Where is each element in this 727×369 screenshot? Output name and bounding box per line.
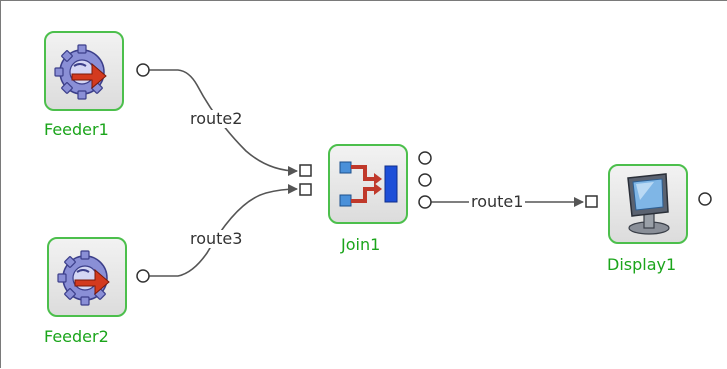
feeder2-node[interactable] bbox=[47, 237, 127, 317]
join1-node[interactable] bbox=[328, 144, 408, 224]
route1-label[interactable]: route1 bbox=[469, 192, 526, 211]
join1-input-port-1[interactable] bbox=[299, 164, 312, 177]
route2-label[interactable]: route2 bbox=[188, 109, 245, 128]
feeder1-output-port[interactable] bbox=[136, 63, 150, 77]
feeder-icon bbox=[54, 44, 107, 100]
join-icon bbox=[339, 161, 398, 207]
join1-label: Join1 bbox=[341, 235, 381, 254]
join1-input-port-2[interactable] bbox=[299, 183, 312, 196]
feeder2-label: Feeder2 bbox=[44, 327, 109, 346]
route3-wire[interactable] bbox=[149, 184, 298, 277]
feeder2-output-port[interactable] bbox=[136, 269, 150, 283]
display1-output-port[interactable] bbox=[698, 192, 712, 206]
join1-output-port-2[interactable] bbox=[418, 173, 432, 187]
feeder-icon bbox=[57, 250, 110, 306]
display1-label: Display1 bbox=[607, 255, 677, 274]
feeder1-node[interactable] bbox=[44, 31, 124, 111]
display-icon bbox=[627, 173, 670, 235]
join1-output-port-3[interactable] bbox=[418, 195, 432, 209]
display1-input-port[interactable] bbox=[585, 195, 598, 208]
join1-output-port-1[interactable] bbox=[418, 151, 432, 165]
display1-node[interactable] bbox=[608, 164, 688, 244]
route3-label[interactable]: route3 bbox=[188, 229, 245, 248]
feeder1-label: Feeder1 bbox=[44, 120, 109, 139]
